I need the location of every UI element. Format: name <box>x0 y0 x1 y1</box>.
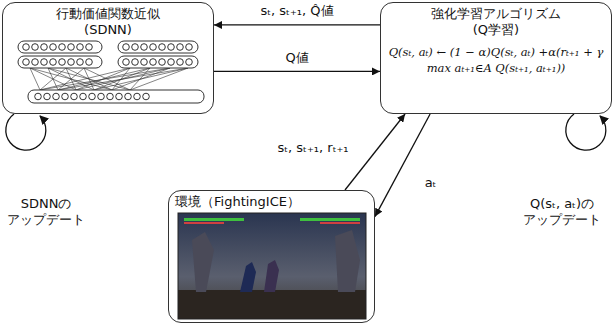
update-loop <box>566 114 606 150</box>
edge-label: aₜ <box>423 175 439 191</box>
update-formula: Q(sₜ, aₜ) ← (1 − α)Q(sₜ, aₜ) +α(rₜ₊₁ + γ… <box>387 44 605 76</box>
process-box: 行動価値関数近似 (SDNN) <box>2 2 214 114</box>
game-screenshot <box>178 213 366 319</box>
flow-arrow <box>214 71 380 72</box>
box-title: 強化学習アルゴリズム (Q学習) <box>431 6 561 38</box>
process-box: 強化学習アルゴリズム (Q学習) Q(sₜ, aₜ) ← (1 − α)Q(sₜ,… <box>380 2 612 114</box>
update-label: SDNNの アップデート <box>5 196 87 228</box>
neural-network <box>18 41 204 103</box>
edge-label: sₜ, sₜ₊₁, rₜ₊₁ <box>275 140 350 156</box>
update-label: Q(sₜ, aₜ)の アップデート <box>521 196 603 228</box>
box-title: 行動価値関数近似 (SDNN) <box>56 6 160 38</box>
box-title: 環境（FightingICE） <box>175 194 300 210</box>
flow-arrow <box>375 114 430 217</box>
edge-label: Q値 <box>283 50 310 66</box>
edge-label: sₜ, sₜ₊₁, Q̂値 <box>258 3 335 19</box>
environment-box: 環境（FightingICE） <box>168 190 375 323</box>
flow-arrow <box>214 24 380 25</box>
update-loop <box>6 114 46 150</box>
